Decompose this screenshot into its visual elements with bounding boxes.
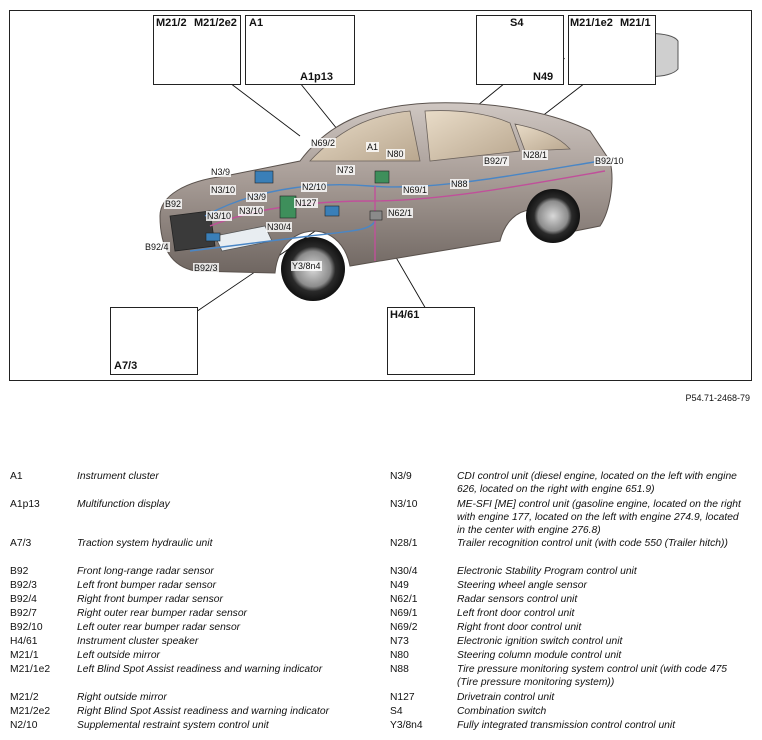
inset-label: A1 <box>249 17 263 29</box>
component-callout: N88 <box>450 179 469 189</box>
legend-code: H4/61 <box>10 635 37 648</box>
legend-description: Instrument cluster <box>77 470 367 483</box>
legend-code: M21/1e2 <box>10 663 50 676</box>
component-callout: N3/10 <box>210 185 236 195</box>
legend-description: Right outer rear bumper radar sensor <box>77 607 367 620</box>
legend-code: N3/10 <box>390 498 417 511</box>
component-callout: B92/7 <box>483 156 509 166</box>
legend-description: Left outside mirror <box>77 649 367 662</box>
inset-label: H4/61 <box>390 309 419 321</box>
inset-label: M21/1 <box>620 17 651 29</box>
legend-code: N62/1 <box>390 593 417 606</box>
legend-description: Electronic Stability Program control uni… <box>457 565 742 578</box>
component-callout: N80 <box>386 149 405 159</box>
component-callout: B92/3 <box>193 263 219 273</box>
legend-code: N30/4 <box>390 565 417 578</box>
legend-code: B92/7 <box>10 607 37 620</box>
legend-description: Right Blind Spot Assist readiness and wa… <box>77 705 377 718</box>
legend-code: N49 <box>390 579 409 592</box>
legend-description: Front long-range radar sensor <box>77 565 367 578</box>
inset-label: S4 <box>510 17 523 29</box>
legend-code: N3/9 <box>390 470 412 483</box>
component-callout: N127 <box>294 198 318 208</box>
legend-code: B92 <box>10 565 28 578</box>
component-callout: N30/4 <box>266 222 292 232</box>
inset-label: M21/1e2 <box>570 17 613 29</box>
legend-code: N127 <box>390 691 415 704</box>
legend-code: Y3/8n4 <box>390 719 423 732</box>
component-callout: A1 <box>366 142 379 152</box>
legend-description: Left Blind Spot Assist readiness and war… <box>77 663 377 676</box>
component-callout: Y3/8n4 <box>291 261 322 271</box>
component-callout: B92 <box>164 199 182 209</box>
legend-description: Left front bumper radar sensor <box>77 579 367 592</box>
legend-description: Electronic ignition switch control unit <box>457 635 742 648</box>
legend-code: A1p13 <box>10 498 40 511</box>
legend-code: N69/2 <box>390 621 417 634</box>
legend-description: Left outer rear bumper radar sensor <box>77 621 367 634</box>
inset-label: M21/2 <box>156 17 187 29</box>
legend-code: S4 <box>390 705 403 718</box>
legend-code: M21/2 <box>10 691 39 704</box>
legend-code: N28/1 <box>390 537 417 550</box>
legend-description: Trailer recognition control unit (with c… <box>457 537 742 550</box>
component-callout: N3/10 <box>238 206 264 216</box>
legend-description: Instrument cluster speaker <box>77 635 367 648</box>
component-callout: N3/9 <box>246 192 267 202</box>
component-callout: B92/10 <box>594 156 625 166</box>
component-callout: N69/1 <box>402 185 428 195</box>
legend-code: B92/3 <box>10 579 37 592</box>
inset-label: A7/3 <box>114 360 137 372</box>
component-callout: N62/1 <box>387 208 413 218</box>
legend-code: B92/10 <box>10 621 43 634</box>
legend-description: Supplemental restraint system control un… <box>77 719 367 732</box>
legend-description: Steering wheel angle sensor <box>457 579 742 592</box>
legend-code: M21/1 <box>10 649 39 662</box>
legend-description: Fully integrated transmission control co… <box>457 719 742 732</box>
legend-description: Multifunction display <box>77 498 367 511</box>
component-callout: N73 <box>336 165 355 175</box>
inset-label: N49 <box>533 71 553 83</box>
legend-description: Right front door control unit <box>457 621 742 634</box>
inset-label: A1p13 <box>300 71 333 83</box>
legend-code: N80 <box>390 649 409 662</box>
legend-description: Combination switch <box>457 705 742 718</box>
component-callout: N3/9 <box>210 167 231 177</box>
legend-description: Right outside mirror <box>77 691 367 704</box>
legend-code: N88 <box>390 663 409 676</box>
legend-code: A7/3 <box>10 537 31 550</box>
legend-description: Tire pressure monitoring system control … <box>457 663 742 689</box>
legend-description: CDI control unit (diesel engine, located… <box>457 470 742 496</box>
legend-description: Left front door control unit <box>457 607 742 620</box>
legend-code: A1 <box>10 470 23 483</box>
component-callout: N28/1 <box>522 150 548 160</box>
legend-code: N69/1 <box>390 607 417 620</box>
vehicle-component-diagram: M21/2 M21/2e2 A1 A1p13 S4 N49 M21/1e2 M2… <box>9 10 752 381</box>
legend-description: Steering column module control unit <box>457 649 742 662</box>
legend-description: ME-SFI [ME] control unit (gasoline engin… <box>457 498 742 537</box>
legend-description: Traction system hydraulic unit <box>77 537 367 550</box>
legend-description: Drivetrain control unit <box>457 691 742 704</box>
legend-description: Right front bumper radar sensor <box>77 593 367 606</box>
legend-code: B92/4 <box>10 593 37 606</box>
figure-reference-id: P54.71-2468-79 <box>685 393 750 403</box>
legend-description: Radar sensors control unit <box>457 593 742 606</box>
component-callout: B92/4 <box>144 242 170 252</box>
component-callout: N2/10 <box>301 182 327 192</box>
legend-code: N2/10 <box>10 719 37 732</box>
legend-code: M21/2e2 <box>10 705 50 718</box>
inset-label: M21/2e2 <box>194 17 237 29</box>
legend-code: N73 <box>390 635 409 648</box>
component-callout: N3/10 <box>206 211 232 221</box>
component-callout: N69/2 <box>310 138 336 148</box>
